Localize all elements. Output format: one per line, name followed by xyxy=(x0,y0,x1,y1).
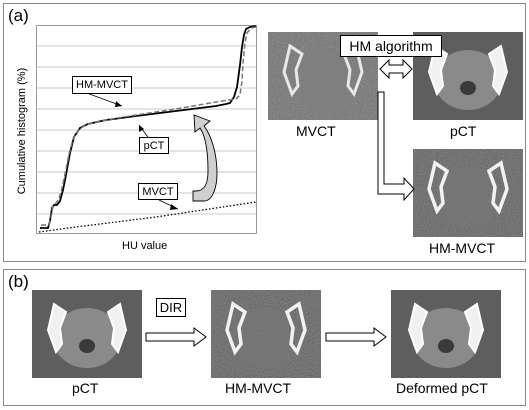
panel-a: (a) xyxy=(3,3,526,262)
right-arrow-icon-1 xyxy=(145,327,207,347)
mvct-caption: MVCT xyxy=(296,123,336,139)
y-axis-label: Cumulative histogram (%) xyxy=(16,67,28,195)
pct-caption-a: pCT xyxy=(450,123,477,139)
hm-mvct-curve xyxy=(41,26,257,226)
hm-mvct-caption-b: HM-MVCT xyxy=(225,380,292,396)
right-arrow-icon-2 xyxy=(325,327,387,347)
histogram-plot xyxy=(36,25,257,234)
pct-image-b xyxy=(32,290,142,378)
dir-label: DIR xyxy=(156,298,186,317)
deformed-pct-image xyxy=(391,290,501,378)
x-axis-label: HU value xyxy=(122,240,168,252)
pct-curve-label: pCT xyxy=(139,137,169,154)
shift-arrow xyxy=(192,114,218,202)
mvct-image xyxy=(268,32,378,120)
pct-caption-b: pCT xyxy=(72,380,99,396)
hm-mvct-curve-label: HM-MVCT xyxy=(72,76,132,94)
panel-b: (b) pCT DIR HM-MVCT xyxy=(3,269,526,406)
deformed-pct-caption: Deformed pCT xyxy=(396,380,488,396)
hm-mvct-image-a xyxy=(413,149,523,237)
hm-mvct-caption-a: HM-MVCT xyxy=(429,240,496,256)
panel-a-label: (a) xyxy=(8,6,29,25)
panel-b-label: (b) xyxy=(8,272,29,291)
hm-mvct-image-b xyxy=(211,290,321,378)
hm-algorithm-label: HM algorithm xyxy=(340,35,442,57)
mvct-curve-label: MVCT xyxy=(138,183,178,200)
bent-arrow-icon xyxy=(377,91,415,202)
double-arrow-icon xyxy=(379,58,413,80)
